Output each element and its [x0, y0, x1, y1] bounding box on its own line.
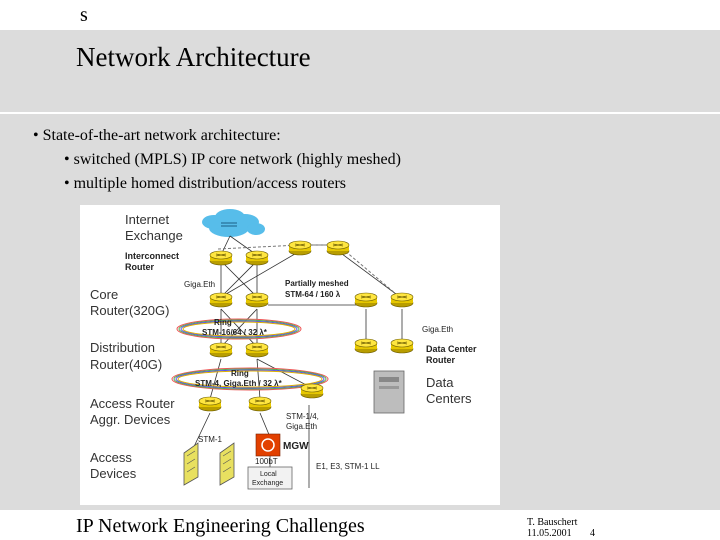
- slide-title: Network Architecture: [76, 42, 311, 72]
- label-ring2-2: STM-4, Giga.Eth / 32 λ*: [195, 379, 283, 388]
- core-router-icon: [209, 292, 233, 308]
- label-interconnect-1: Interconnect: [125, 251, 179, 261]
- footer-date: 11.05.2001: [527, 528, 572, 539]
- label-local-2: Exchange: [252, 480, 283, 487]
- label-access-devices-2: Devices: [90, 466, 137, 481]
- label-distribution-1: Distribution: [90, 340, 155, 355]
- bullet-2-text: switched (MPLS) IP core network (highly …: [73, 151, 401, 168]
- label-100bt: 100bT: [255, 457, 278, 466]
- label-mgw: MGW: [283, 441, 309, 452]
- label-dc-1: Data: [426, 375, 454, 390]
- interconnect-router-icon: [245, 250, 269, 266]
- label-ring1-1: Ring: [214, 318, 232, 327]
- label-internet-exchange-1: Internet: [125, 212, 169, 227]
- interconnect-router-icon: [209, 250, 233, 266]
- label-partial-1: Partially meshed: [285, 279, 349, 288]
- bullet-3-text: multiple homed distribution/access route…: [73, 175, 346, 192]
- distribution-ring: [171, 367, 329, 391]
- network-diagram: Internet Exchange Interconnect Router Co…: [80, 205, 500, 505]
- footer-author: T. Bauschert: [527, 517, 578, 528]
- label-partial-2: STM-64 / 160 λ: [285, 290, 341, 299]
- core-router-icon: [390, 292, 414, 308]
- label-ring1-2: STM-16/64 / 32 λ*: [202, 328, 268, 337]
- bullet-3: • multiple homed distribution/access rou…: [64, 175, 346, 192]
- core-router-icon: [326, 240, 350, 256]
- access-device-icon: [219, 442, 235, 486]
- core-router-icon: [288, 240, 312, 256]
- label-interconnect-2: Router: [125, 262, 154, 272]
- page-number: 4: [590, 528, 595, 539]
- label-local-1: Local: [260, 471, 277, 478]
- label-distribution-2: Router(40G): [90, 357, 162, 372]
- bullet-1: • State-of-the-art network architecture:: [33, 127, 281, 144]
- label-core-1: Core: [90, 287, 118, 302]
- title-divider: [0, 112, 720, 114]
- distribution-router-icon: [209, 342, 233, 358]
- label-ring2-1: Ring: [231, 369, 249, 378]
- label-gigaeth-right: Giga.Eth: [422, 325, 453, 334]
- bullet-2: • switched (MPLS) IP core network (highl…: [64, 151, 401, 168]
- label-stm1: STM-1: [198, 435, 223, 444]
- access-router-icon: [300, 383, 324, 399]
- label-core-2: Router(320G): [90, 303, 169, 318]
- label-e1: E1, E3, STM-1 LL: [316, 462, 380, 471]
- access-device-icon: [183, 442, 199, 486]
- core-ring: [176, 318, 302, 340]
- distribution-router-icon: [245, 342, 269, 358]
- label-access-2: Aggr. Devices: [90, 412, 171, 427]
- access-router-icon: [248, 396, 272, 412]
- corner-text: s: [80, 4, 88, 26]
- footer-author-block: T. Bauschert 11.05.2001: [527, 517, 577, 539]
- label-dc-2: Centers: [426, 391, 472, 406]
- label-access-1: Access Router: [90, 396, 175, 411]
- label-access-devices-1: Access: [90, 450, 132, 465]
- core-router-icon: [245, 292, 269, 308]
- footer-title: IP Network Engineering Challenges: [76, 515, 365, 537]
- server-icon: [373, 370, 405, 414]
- bullet-1-text: State-of-the-art network architecture:: [42, 127, 281, 144]
- label-internet-exchange-2: Exchange: [125, 228, 183, 243]
- label-dc-router-2: Router: [426, 355, 455, 365]
- internet-cloud-icon: [202, 209, 265, 237]
- local-exchange-box: [247, 466, 293, 490]
- core-router-icon: [354, 292, 378, 308]
- label-stm14-2: Giga.Eth: [286, 422, 317, 431]
- data-center-router-icon: [354, 338, 378, 354]
- mgw-icon: [255, 433, 281, 457]
- label-gigaeth-left: Giga.Eth: [184, 280, 215, 289]
- data-center-router-icon: [390, 338, 414, 354]
- label-stm14-1: STM-1/4,: [286, 412, 319, 421]
- access-router-icon: [198, 396, 222, 412]
- label-dc-router-1: Data Center: [426, 344, 477, 354]
